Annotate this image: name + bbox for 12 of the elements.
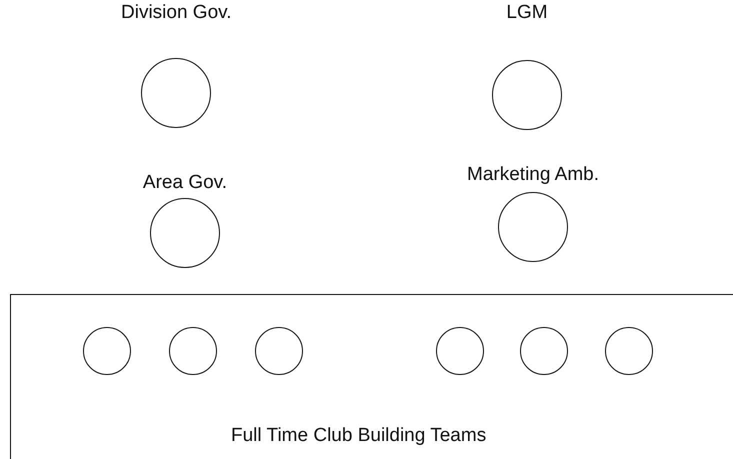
- circle: [520, 327, 568, 375]
- circle: [255, 327, 303, 375]
- circle: [83, 327, 131, 375]
- role-label: Area Gov.: [142, 172, 228, 194]
- band-label: Full Time Club Building Teams: [231, 425, 486, 447]
- circle: [169, 327, 217, 375]
- circle: [436, 327, 484, 375]
- role-label: LGM: [505, 2, 549, 24]
- role-label: Division Gov.: [121, 2, 231, 24]
- role-label: Marketing Amb.: [466, 164, 600, 186]
- team-band: [10, 294, 733, 459]
- circle: [605, 327, 653, 375]
